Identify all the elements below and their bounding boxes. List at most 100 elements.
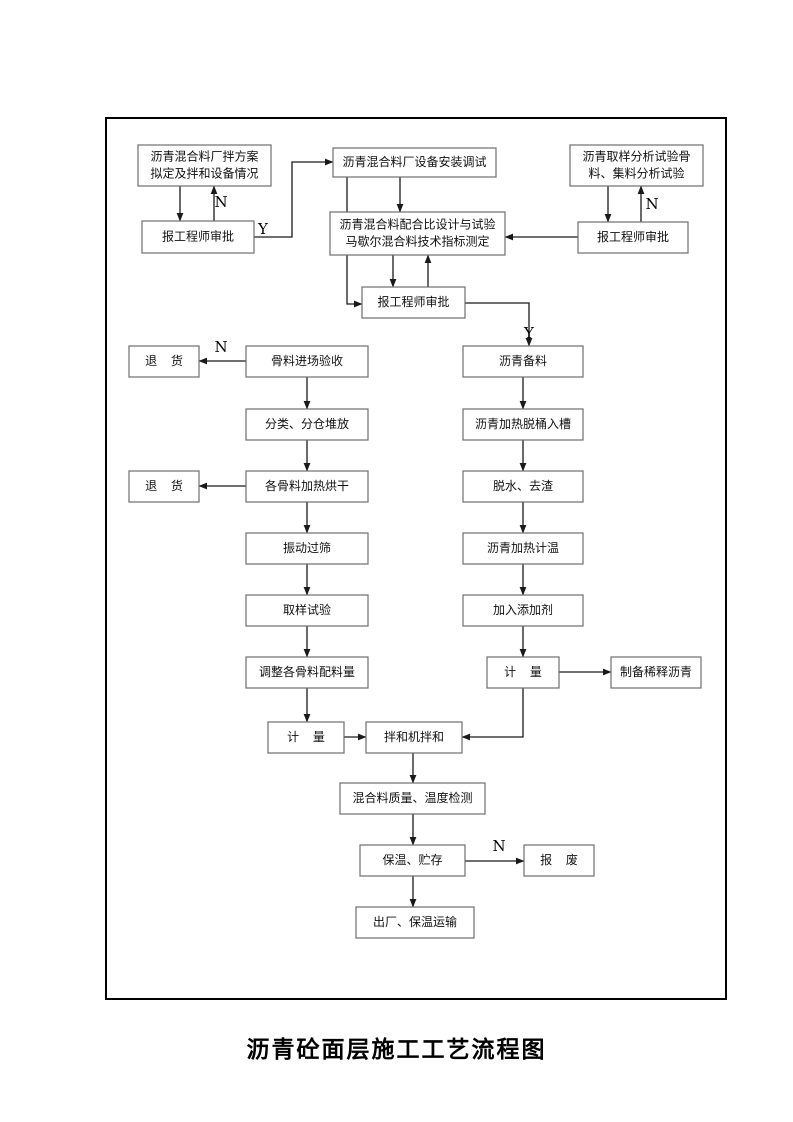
flowchart-node: 报工程师审批: [141, 220, 255, 254]
node-box: [577, 221, 689, 254]
node-box: [339, 782, 486, 815]
node-label: 退 货: [145, 478, 188, 493]
node-label: 各骨料加热烘干: [265, 478, 349, 493]
node-box: [486, 656, 560, 689]
flowchart-node: 分类、分仓堆放: [245, 408, 369, 441]
edge-approval1-yes-to-install: [254, 158, 334, 238]
node-box: [245, 470, 369, 503]
node-box: [332, 147, 497, 178]
node-label: 拌和机拌和: [384, 729, 444, 744]
node-label: 振动过筛: [283, 540, 331, 555]
flowchart-node: 沥青加热脱桶入槽: [462, 408, 584, 441]
node-label: 制备稀释沥青: [620, 665, 692, 679]
node-box: [267, 721, 345, 754]
flowchart-node: 沥青加热计温: [462, 532, 584, 565]
node-box: [245, 345, 369, 378]
flowchart-node: 退 货: [128, 345, 200, 378]
edge-label: N: [492, 837, 505, 855]
flowchart-node: 制备稀释沥青: [610, 656, 702, 689]
node-box: [245, 656, 369, 689]
node-box: [128, 345, 200, 378]
node-box: [361, 286, 466, 319]
node-box: [569, 144, 704, 187]
edge-approval3-yes-to-asphalt: [465, 302, 533, 347]
edge-label: N: [214, 193, 227, 211]
node-label: 沥青加热计温: [487, 541, 559, 555]
node-label: 沥青混合料厂拌方案: [150, 149, 258, 164]
flowchart-nodes: 沥青混合料厂拌方案拟定及拌和设备情况报工程师审批沥青混合料厂设备安装调试沥青混合…: [128, 144, 704, 939]
node-box: [329, 211, 506, 256]
node-box: [245, 408, 369, 441]
node-box: [141, 220, 255, 254]
edge-label: N: [645, 195, 658, 213]
node-label: 沥青备料: [499, 354, 547, 368]
flowchart-node: 保温、贮存: [359, 844, 466, 877]
flowchart-edge-labels: N Y N Y N N: [214, 193, 658, 855]
flowchart-node: 报工程师审批: [361, 286, 466, 319]
edge-label: Y: [523, 324, 535, 342]
node-label: 骨料进场验收: [271, 353, 343, 368]
node-label: 调整各骨料配料量: [259, 664, 355, 679]
node-box: [523, 844, 595, 877]
flowchart-node: 各骨料加热烘干: [245, 470, 369, 503]
flowchart-node: 沥青备料: [462, 345, 584, 378]
node-label: 沥青混合料配合比设计与试验: [339, 217, 495, 232]
flowchart-node: 振动过筛: [245, 532, 369, 565]
flowchart-node: 加入添加剂: [462, 594, 584, 627]
node-label: 混合料质量、温度检测: [352, 790, 472, 805]
node-box: [128, 470, 200, 503]
node-label: 出厂、保温运输: [373, 914, 457, 929]
node-label: 退 货: [145, 353, 188, 368]
node-label: 报工程师审批: [597, 229, 669, 244]
node-box: [137, 144, 272, 187]
node-box: [355, 906, 475, 939]
node-label: 计 量: [504, 665, 547, 679]
node-label: 沥青混合料厂设备安装调试: [342, 154, 486, 169]
node-box: [462, 532, 584, 565]
node-label: 加入添加剂: [493, 602, 553, 617]
node-box: [462, 470, 584, 503]
node-label: 报工程师审批: [162, 229, 234, 244]
node-label: 拟定及拌和设备情况: [150, 166, 258, 181]
node-label: 保温、贮存: [382, 852, 442, 867]
node-label: 报工程师审批: [377, 294, 449, 309]
node-box: [462, 594, 584, 627]
node-label: 计 量: [287, 730, 330, 744]
edge-label: N: [214, 338, 227, 356]
flowchart-node: 调整各骨料配料量: [245, 656, 369, 689]
node-box: [462, 345, 584, 378]
flowchart-node: 计 量: [267, 721, 345, 754]
flowchart-node: 报 废: [523, 844, 595, 877]
node-label: 沥青加热脱桶入槽: [475, 416, 571, 431]
diagram-caption: 沥青砼面层施工工艺流程图: [246, 1036, 547, 1063]
node-label: 料、集料分析试验: [588, 166, 684, 181]
flowchart-node: 骨料进场验收: [245, 345, 369, 378]
flowchart-node: 报工程师审批: [577, 221, 689, 254]
flowchart-node: 出厂、保温运输: [355, 906, 475, 939]
flowchart-node: 沥青混合料厂设备安装调试: [332, 147, 497, 178]
edge-meter2-to-mixer: [461, 688, 524, 741]
flowchart-node: 脱水、去渣: [462, 470, 584, 503]
flowchart-node: 取样试验: [245, 594, 369, 627]
flowchart-node: 混合料质量、温度检测: [339, 782, 486, 815]
node-box: [462, 408, 584, 441]
flowchart-node: 计 量: [486, 656, 560, 689]
node-label: 分类、分仓堆放: [265, 416, 349, 431]
node-label: 取样试验: [283, 602, 331, 617]
node-box: [365, 721, 463, 754]
node-label: 沥青取样分析试验骨: [582, 149, 690, 164]
flowchart-node: 退 货: [128, 470, 200, 503]
node-label: 脱水、去渣: [493, 478, 553, 493]
node-box: [245, 532, 369, 565]
flowchart-edges: [176, 158, 645, 908]
node-label: 报 废: [540, 852, 583, 867]
node-label: 马歇尔混合料技术指标测定: [345, 234, 489, 249]
edge-label: Y: [257, 220, 269, 238]
node-box: [359, 844, 466, 877]
flowchart-node: 拌和机拌和: [365, 721, 463, 754]
